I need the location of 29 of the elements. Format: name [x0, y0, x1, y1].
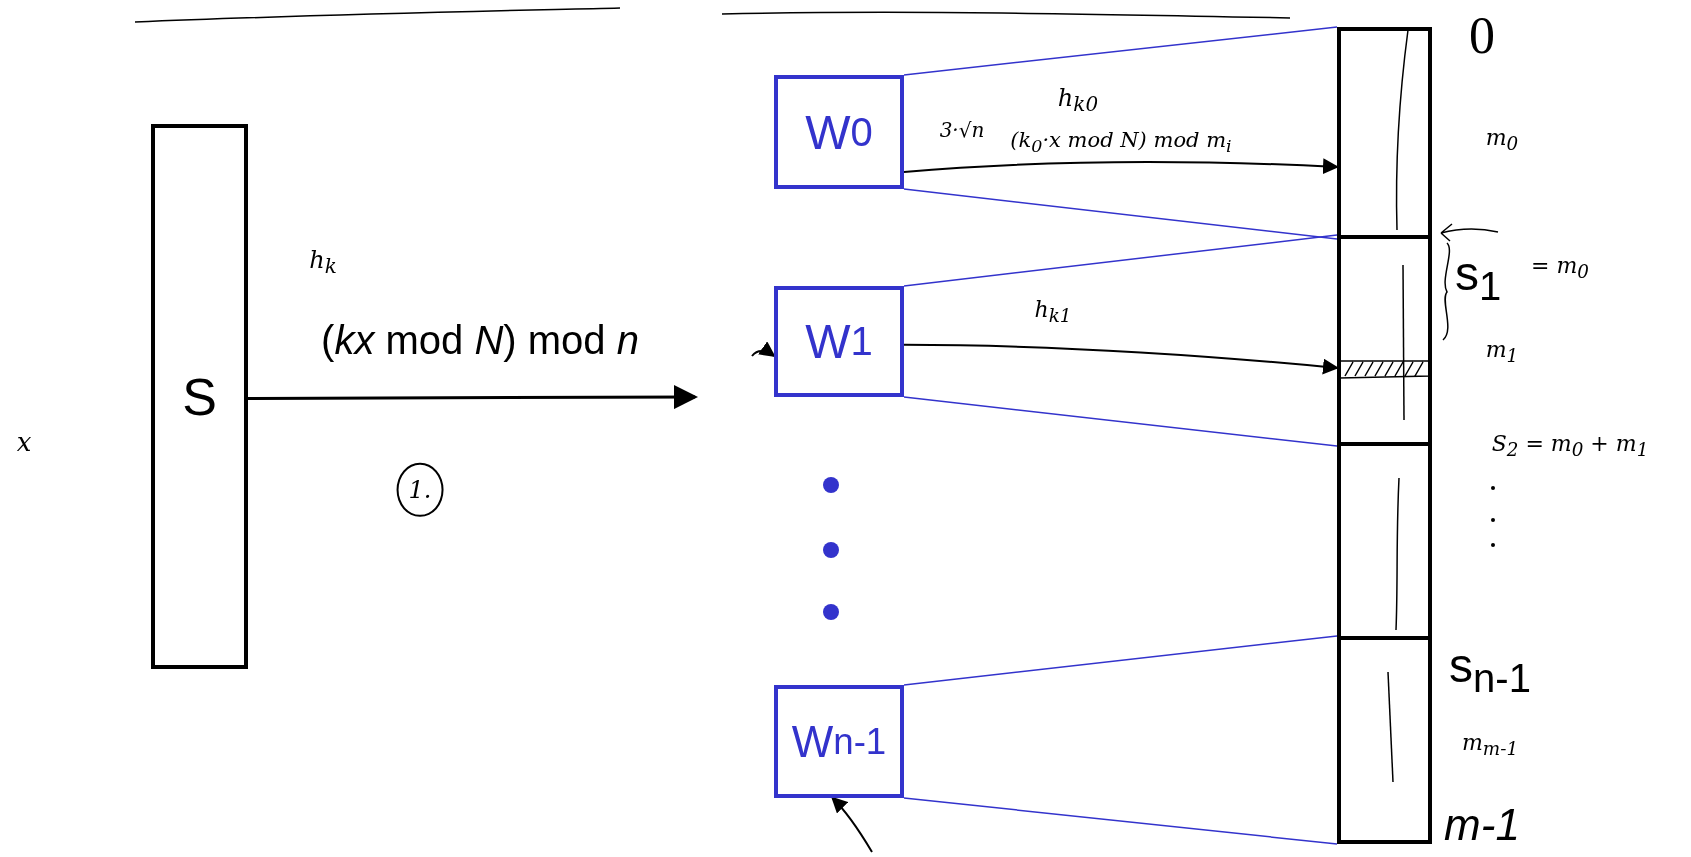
handwritten-note: h$_{k}$ [309, 246, 337, 278]
step-number: 1. [396, 462, 444, 518]
connector-line [903, 635, 1338, 686]
connector-line [903, 396, 1338, 447]
handwritten-note: 3·√n [939, 119, 985, 141]
handwritten-note: m$_{1}$ [1485, 337, 1519, 367]
handwritten-note: S$_{2}$ = m$_{0}$ + m$_{1}$ [1491, 431, 1649, 461]
connector-line [903, 234, 1338, 287]
arrow [903, 343, 1339, 375]
handwritten-note: h$_{k1}$ [1034, 297, 1072, 327]
set-box: S [151, 124, 248, 669]
arrow [831, 796, 873, 853]
offset-label: s$_{n-1}$ [1449, 639, 1531, 701]
arrow [903, 158, 1339, 175]
edge-label: (kx mod N) mod n [321, 318, 639, 362]
connector-line [903, 26, 1338, 76]
index-label: m-1 [1444, 800, 1520, 850]
connector-line [903, 797, 1338, 845]
edge-label: (k$_{0}$·x mod N) mod m$_{i}$ [1010, 129, 1232, 157]
arrow [248, 385, 698, 410]
index-label: 0 [1469, 7, 1495, 65]
handwritten-note: m$_{m-1}$ [1461, 730, 1519, 760]
arrow [751, 341, 776, 358]
handwritten-note: = m$_{0}$ [1531, 253, 1589, 283]
connector-line [903, 188, 1338, 240]
handwritten-note: h$_{k0}$ [1057, 84, 1099, 116]
handwritten-note: x [16, 427, 32, 457]
handwritten-note: m$_{0}$ [1485, 125, 1519, 155]
offset-label: s$_{1}$ [1454, 247, 1502, 309]
